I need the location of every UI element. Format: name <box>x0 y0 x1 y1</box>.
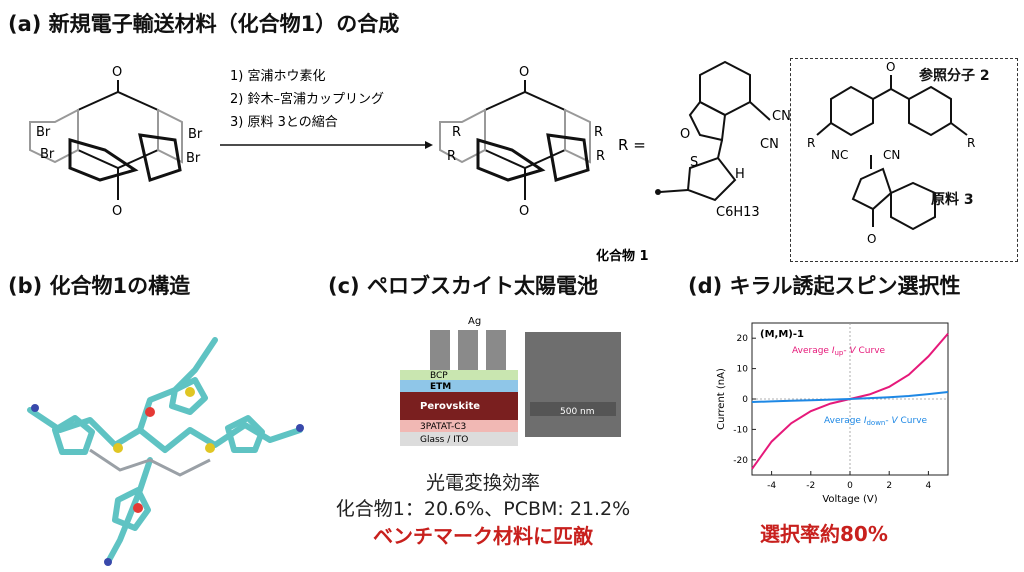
ref-atom-o-2: O <box>867 232 876 246</box>
layer-perovskite-label: Perovskite <box>420 401 480 412</box>
product-scaffold <box>439 80 591 200</box>
step-1: 1) 宮浦ホウ素化 <box>230 68 325 84</box>
legend-entry-1: Average Idown- V Curve <box>824 416 928 427</box>
x-axis-label: Voltage (V) <box>822 494 877 505</box>
device-stack: Ag BCP ETM Perovskite 3PATAT-C3 Glass / … <box>400 316 621 446</box>
sulfur-atom-2 <box>205 443 215 453</box>
product-r-4: R <box>596 149 605 164</box>
layer-etm <box>400 380 518 392</box>
efficiency-highlight: ベンチマーク材料に匹敵 <box>373 524 593 548</box>
ag-electrode-3 <box>486 330 506 370</box>
r-atom-o: O <box>680 127 690 142</box>
y-tick-label-3: 10 <box>737 365 749 375</box>
nitrogen-atom-1 <box>31 404 39 412</box>
r-atom-cn-2: CN <box>760 137 779 152</box>
layer-glass <box>400 432 518 446</box>
atom-o-top: O <box>112 65 122 80</box>
atom-br-2: Br <box>40 147 55 162</box>
oxygen-atom-2 <box>133 503 143 513</box>
x-tick-label-2: 0 <box>847 481 853 491</box>
r-atom-s: S <box>690 155 698 170</box>
ref-atom-o: O <box>886 60 895 74</box>
product-r-2: R <box>447 149 456 164</box>
x-tick-label-0: -4 <box>767 481 776 491</box>
y-tick-label-4: 20 <box>737 334 749 344</box>
layer-hole-label: 3PATAT-C3 <box>420 422 466 432</box>
atom-br-4: Br <box>186 151 201 166</box>
y-tick-label-2: 0 <box>742 395 748 405</box>
x-tick-label-4: 4 <box>926 481 932 491</box>
r-atom-c6h13: C6H13 <box>716 205 760 220</box>
product-r-1: R <box>452 125 461 140</box>
series-line-1 <box>751 391 949 403</box>
title-d: (d) キラル誘起スピン選択性 <box>688 274 961 298</box>
oxygen-atom-1 <box>145 407 155 417</box>
y-axis-label: Current (nA) <box>716 368 727 430</box>
attachment-point <box>655 189 661 195</box>
layer-bcp <box>400 370 518 380</box>
scale-bar-label: 500 nm <box>560 407 595 417</box>
layer-ag-label: Ag <box>468 316 481 327</box>
efficiency-heading: 光電変換効率 <box>425 472 540 494</box>
sem-image <box>525 332 621 437</box>
nitrogen-atom-3 <box>104 558 112 566</box>
arrow-head <box>425 141 433 149</box>
sulfur-atom-1 <box>113 443 123 453</box>
reference-box: 参照分子 2 原料 3 O R R NC CN O <box>790 58 1018 262</box>
product-o-bottom: O <box>519 204 529 219</box>
ref-atom-nc: NC <box>831 148 848 162</box>
layer-etm-label: ETM <box>430 382 451 392</box>
x-tick-label-1: -2 <box>806 481 815 491</box>
r-atom-cn-1: CN <box>772 109 791 124</box>
reference-structures: O R R NC CN O <box>807 60 975 246</box>
raw-material-label: 原料 3 <box>931 192 974 208</box>
product-o-top: O <box>519 65 529 80</box>
step-3: 3) 原料 3との縮合 <box>230 114 338 130</box>
atom-br-3: Br <box>188 127 203 142</box>
chart-title: (M,M)-1 <box>760 329 804 340</box>
sulfur-atom-3 <box>185 387 195 397</box>
title-b: (b) 化合物1の構造 <box>8 274 191 298</box>
atom-o-bottom: O <box>112 204 122 219</box>
y-tick-label-1: -10 <box>733 425 748 435</box>
layer-perovskite <box>400 392 518 420</box>
ref-compound-label: 参照分子 2 <box>919 68 990 84</box>
layer-bcp-label: BCP <box>430 371 448 381</box>
ref-atom-cn: CN <box>883 148 900 162</box>
layer-hole <box>400 420 518 432</box>
product-r-3: R <box>594 125 603 140</box>
ag-electrode-2 <box>458 330 478 370</box>
synthesis-scheme: O O Br Br Br Br 1) 宮浦ホウ素化 2) 鈴木–宮浦カップリング… <box>29 60 791 264</box>
title-c: (c) ペロブスカイト太陽電池 <box>328 274 598 298</box>
ref-atom-r-2: R <box>967 136 975 150</box>
ag-electrode-1 <box>430 330 450 370</box>
selectivity-highlight: 選択率約80% <box>760 522 888 546</box>
layer-glass-label: Glass / ITO <box>420 435 468 445</box>
compound-1-label: 化合物 1 <box>596 248 649 264</box>
step-2: 2) 鈴木–宮浦カップリング <box>230 91 384 107</box>
title-a: (a) 新規電子輸送材料（化合物1）の合成 <box>8 12 400 36</box>
crystal-structure <box>27 337 304 566</box>
ref-atom-r-1: R <box>807 136 815 150</box>
r-atom-h: H <box>735 167 745 182</box>
r-equals: R = <box>618 136 646 154</box>
nitrogen-atom-2 <box>296 424 304 432</box>
starting-material <box>29 80 183 200</box>
legend-entry-0: Average Iup- V Curve <box>792 346 886 357</box>
x-tick-label-3: 2 <box>886 481 892 491</box>
atom-br-1: Br <box>36 125 51 140</box>
r-group <box>659 60 771 202</box>
efficiency-values: 化合物1：20.6%、PCBM: 21.2% <box>335 498 631 520</box>
y-tick-label-0: -20 <box>733 456 748 466</box>
